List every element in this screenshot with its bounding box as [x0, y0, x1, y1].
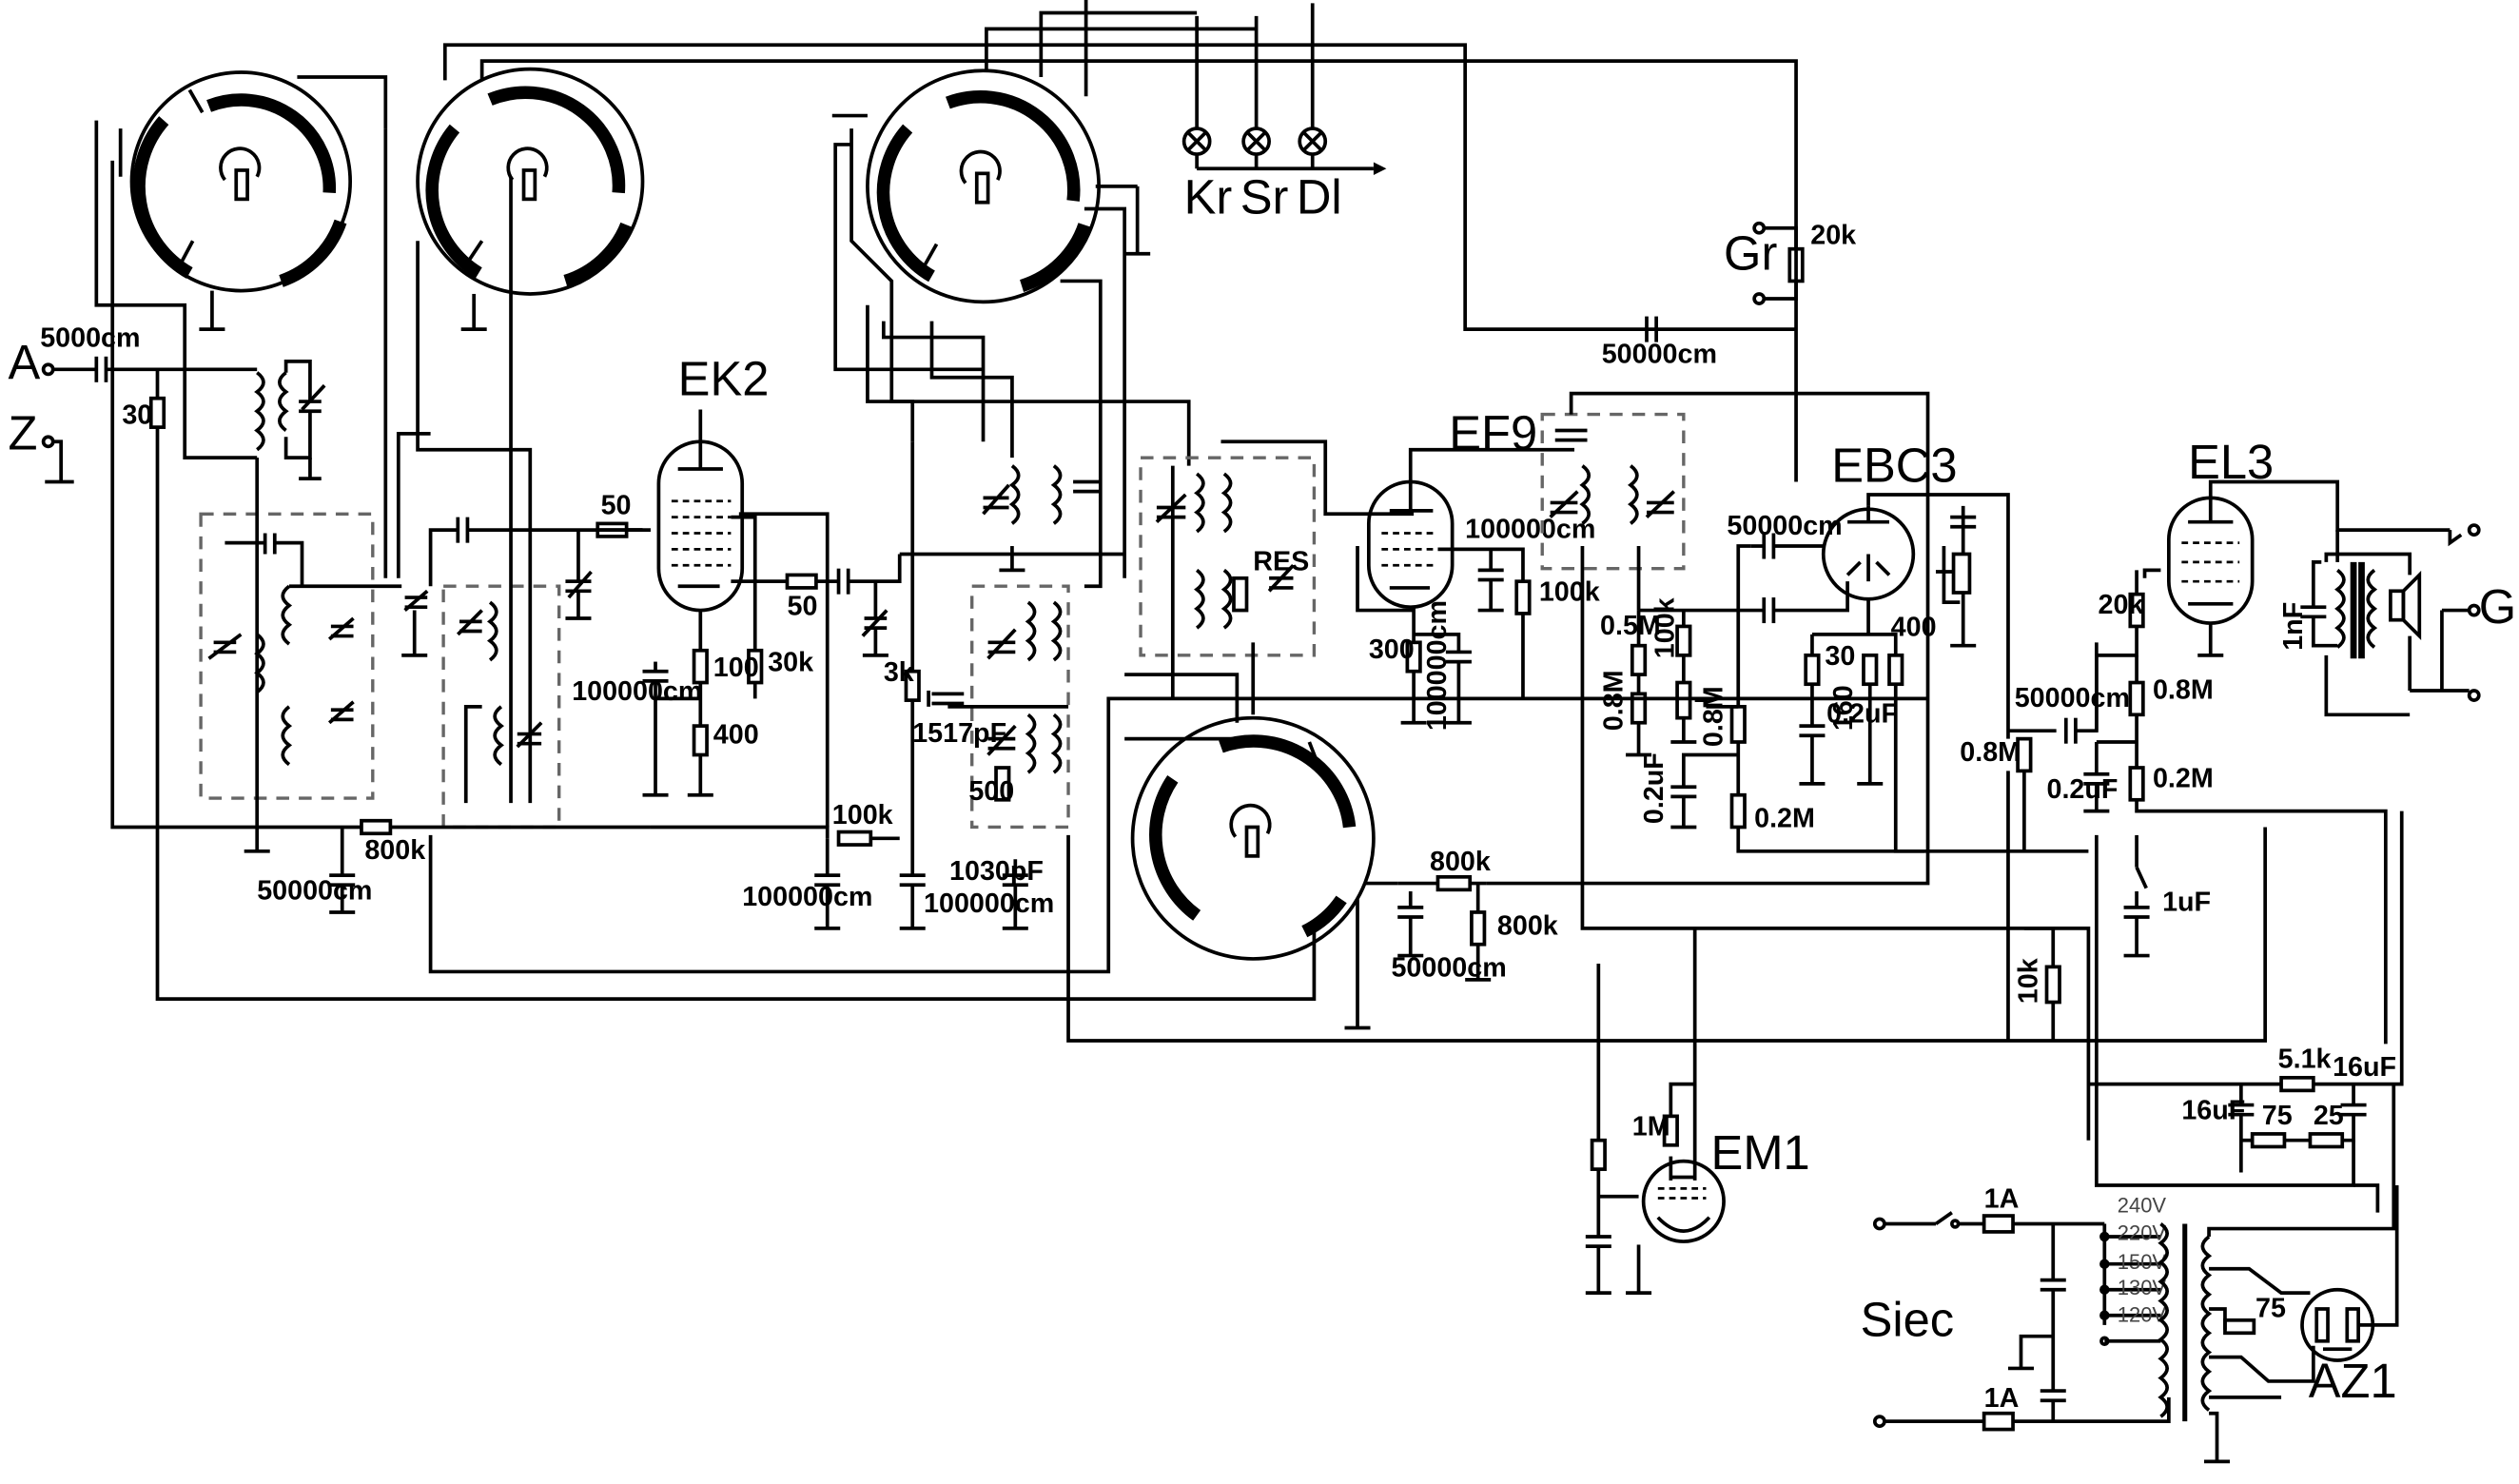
- label-c-16uf-a: 16uF: [2333, 1052, 2396, 1083]
- label-c-50000-b: 50000cm: [1391, 952, 1506, 983]
- label-r-30k: 30k: [768, 648, 813, 678]
- label-r-50-grid: 50: [601, 490, 632, 520]
- tube-em1: EM1 1M: [1585, 928, 1810, 1295]
- label-r-800k-a: 800k: [364, 835, 425, 866]
- label-r-02m-a: 0.2M: [1754, 803, 1815, 833]
- tube-label-em1: EM1: [1711, 1125, 1810, 1180]
- label-c-16uf-b: 16uF: [2181, 1096, 2245, 1126]
- label-r-400: 400: [1891, 613, 1937, 643]
- label-r-05m: 0.5M: [1600, 611, 1661, 641]
- lamp-label-dl: Dl: [1297, 170, 1342, 225]
- label-c-50000-c: 50000cm: [2015, 683, 2130, 713]
- label-r-75-a: 75: [2262, 1101, 2293, 1131]
- label-r-20k: 20k: [2099, 590, 2144, 620]
- label-r-800k-b: 800k: [1430, 847, 1491, 877]
- antenna-input: A 5000cm 30 Z: [8, 323, 1317, 1001]
- label-fuse-b: 1A: [1984, 1383, 2020, 1414]
- label-r-100k-b: 100k: [1650, 597, 1681, 658]
- band-switch-2: [416, 67, 645, 331]
- tap-120: 120V: [2118, 1302, 2167, 1326]
- label-c-02uf-b: 0.2uF: [1826, 699, 1898, 730]
- output-transformer: 1nF Gl: [2278, 523, 2519, 717]
- label-r-800k-c: 800k: [1497, 911, 1558, 942]
- label-r-100k-ef9: 100k: [1539, 576, 1600, 607]
- label-fuse-a: 1A: [1984, 1184, 2020, 1215]
- if-filter-1: RES: [1124, 439, 1415, 741]
- coupling-top: 50000cm Gr 20k: [1602, 221, 1856, 370]
- tube-label-el3: EL3: [2188, 435, 2274, 489]
- if-filter-2: [1486, 391, 2091, 1141]
- label-c-1uf: 1uF: [2162, 887, 2211, 917]
- tube-el3: EL3 50000cm 20k 0.8M 0.2M 0.2uF 1uF 0.8M: [1960, 435, 2451, 1045]
- tube-label-az1: AZ1: [2309, 1354, 2397, 1408]
- label-c-ef9-cath: 100000cm: [1422, 600, 1453, 731]
- tube-ek2: EK2 50 100 400 100000cm 30k 50: [565, 351, 902, 828]
- label-c-100000-b: 100000cm: [924, 888, 1054, 919]
- label-r-100: 100: [713, 653, 759, 683]
- label-c-ebc3: 50000cm: [1727, 511, 1842, 541]
- lamp-label-kr: Kr: [1184, 170, 1233, 225]
- label-r-10k: 10k: [2013, 958, 2043, 1004]
- mains-section: Siec 1A 1A 240V 220V 150V 130V 120V: [1861, 1084, 2399, 1464]
- tube-ef9: EF9 300 100000cm 100000cm 100k: [1356, 406, 1600, 731]
- top-wiring: [94, 0, 1798, 482]
- band-switch-1: [129, 70, 353, 331]
- band-switch-4: [1130, 715, 1376, 961]
- label-c-ef9: 100000cm: [1465, 515, 1595, 545]
- terminal-z: Z: [8, 406, 37, 460]
- label-r-08m-b: 0.8M: [1698, 686, 1728, 747]
- label-r-100k-a: 100k: [832, 800, 893, 830]
- terminal-gl: Gl: [2479, 579, 2519, 634]
- tube-label-ek2: EK2: [678, 351, 770, 405]
- label-r-50-anode: 50: [788, 592, 818, 622]
- band-lamps: Kr Sr Dl: [1181, 3, 1387, 225]
- label-r-08m-c: 0.8M: [1960, 737, 2021, 768]
- tube-label-ebc3: EBC3: [1831, 438, 1957, 492]
- label-r-08m-a: 0.8M: [1599, 670, 1630, 731]
- label-r-300: 300: [1369, 635, 1415, 665]
- tube-label-ef9: EF9: [1449, 406, 1537, 460]
- label-c-02uf-c: 0.2uF: [2047, 774, 2119, 805]
- terminal-gr: Gr: [1724, 226, 1777, 281]
- label-r-02m-b: 0.2M: [2153, 763, 2214, 793]
- label-r-1m: 1M: [1632, 1112, 1670, 1142]
- terminal-a: A: [8, 335, 40, 389]
- label-r-75-b: 75: [2255, 1293, 2286, 1323]
- label-r-160: 160: [1828, 685, 1859, 731]
- label-c-left: 50000cm: [257, 875, 372, 906]
- label-c-100000-a: 100000cm: [742, 882, 872, 912]
- label-c-02uf-a: 0.2uF: [1639, 752, 1670, 824]
- mid-wiring: 800k 800k 50000cm 10k: [1066, 771, 2268, 1043]
- power-filter: 5.1k 16uF 16uF 75 25: [2088, 642, 2404, 1213]
- label-r-25: 25: [2314, 1101, 2344, 1131]
- label-r-30: 30: [1825, 641, 1855, 672]
- input-coils: [199, 128, 643, 853]
- label-r-20k-gr: 20k: [1810, 221, 1856, 251]
- label-c-1030: 1030pF: [949, 856, 1044, 887]
- tap-150: 150V: [2118, 1250, 2167, 1274]
- label-c-ant: 5000cm: [40, 323, 140, 354]
- label-r-08m-d: 0.8M: [2153, 674, 2214, 705]
- tap-130: 130V: [2118, 1276, 2167, 1299]
- label-c-1nf: 1nF: [2278, 602, 2309, 651]
- agc-line: 50000cm 800k: [110, 160, 1928, 974]
- label-r-500: 500: [968, 776, 1014, 807]
- label-r-51k: 5.1k: [2278, 1045, 2332, 1075]
- oscillator: 100k 100000cm 3k 100000cm 1517pF 500 103…: [650, 128, 1191, 930]
- label-r-ant: 30: [122, 400, 152, 431]
- tap-220: 220V: [2118, 1220, 2167, 1244]
- label-res: RES: [1253, 546, 1309, 576]
- tube-ebc3: EBC3 50000cm 0.5M 0.8M 100k 0.8M 0.2M 0.…: [1599, 438, 2089, 853]
- lamp-label-sr: Sr: [1240, 170, 1289, 225]
- tap-240: 240V: [2118, 1194, 2167, 1218]
- label-c-top: 50000cm: [1602, 340, 1717, 370]
- label-r-3k: 3k: [884, 657, 914, 688]
- terminal-siec: Siec: [1861, 1293, 1955, 1347]
- label-c-ek2-cath: 100000cm: [572, 676, 702, 707]
- band-switch-3: [831, 68, 1151, 304]
- label-r-400-ek2: 400: [713, 720, 759, 751]
- label-c-1517: 1517pF: [912, 718, 1006, 749]
